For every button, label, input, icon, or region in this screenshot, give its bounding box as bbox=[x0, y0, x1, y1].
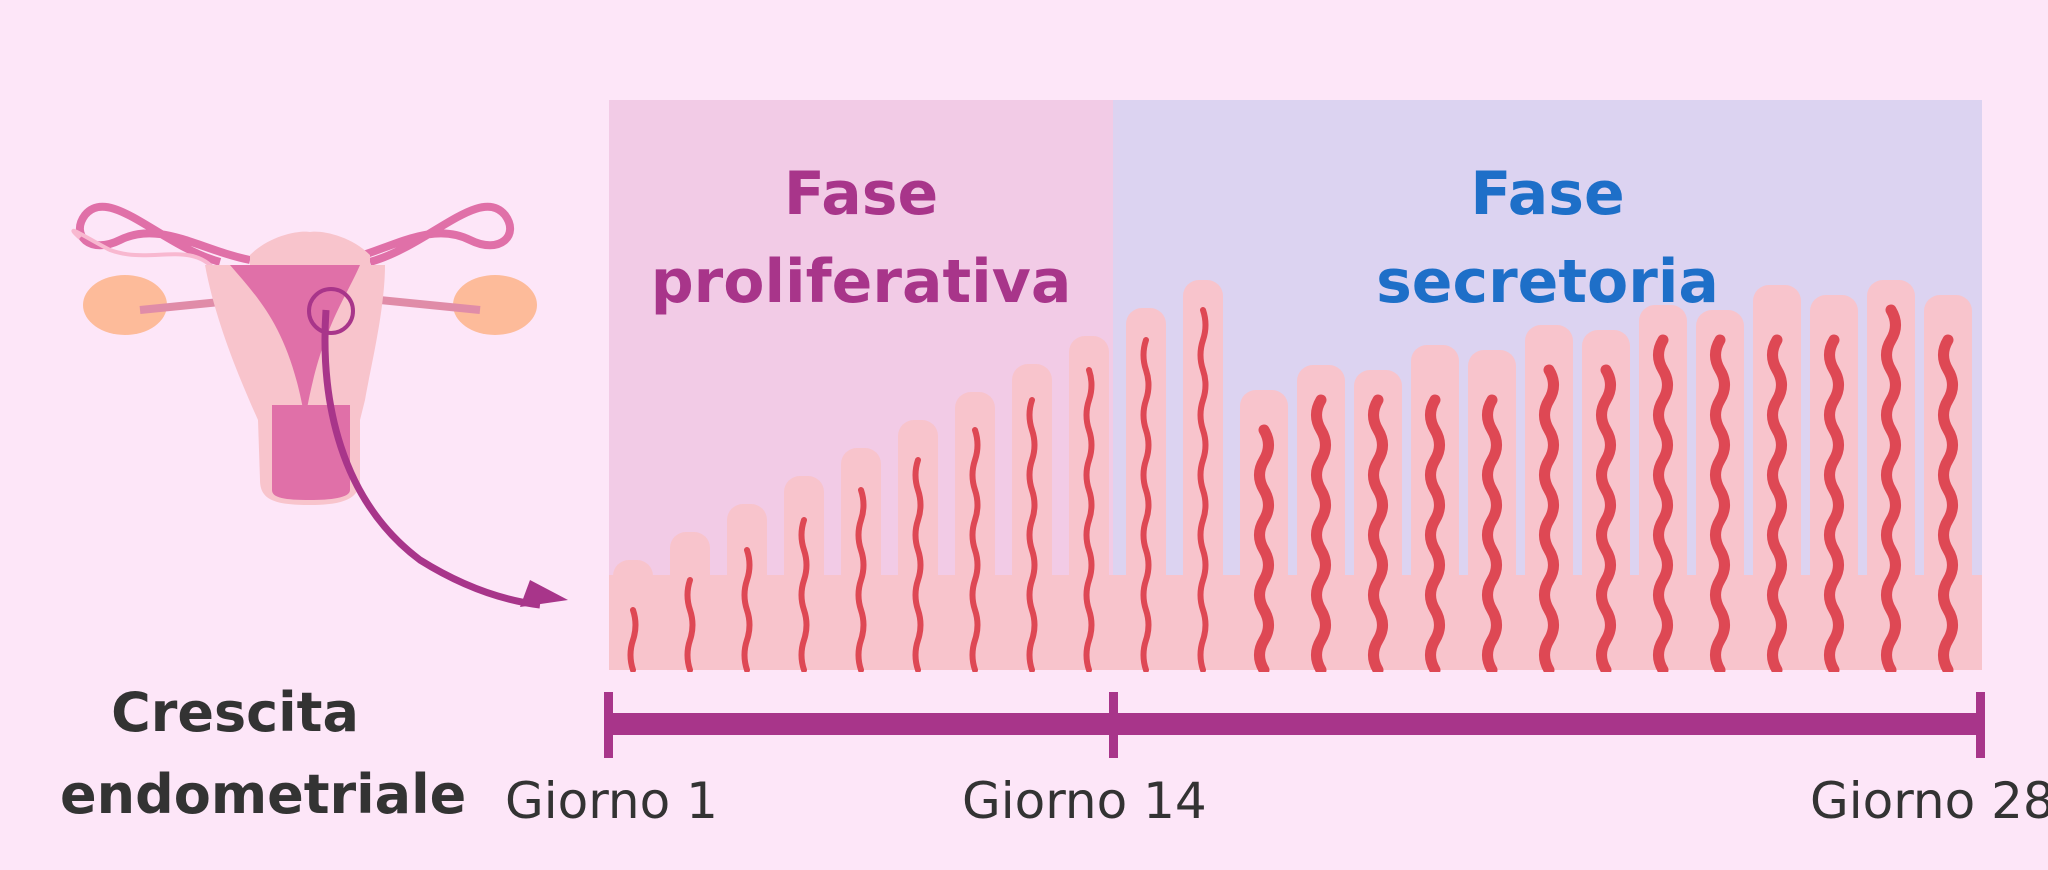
blood-vessel bbox=[1311, 394, 1331, 672]
proliferative-phase-title: Fase proliferativa bbox=[609, 150, 1113, 326]
blood-vessel bbox=[912, 457, 924, 672]
side-label-line2: endometriale bbox=[60, 763, 467, 826]
endometrium-highlight-circle bbox=[307, 287, 355, 335]
blood-vessel bbox=[855, 487, 867, 672]
ovary-right bbox=[379, 275, 537, 335]
uterus-illustration bbox=[71, 202, 568, 609]
day-28-label: Giorno 28 bbox=[1810, 772, 2048, 830]
blood-vessel bbox=[1254, 424, 1274, 672]
endometrium-illustration bbox=[609, 280, 1982, 672]
blood-vessel bbox=[1140, 337, 1152, 672]
blood-vessel bbox=[1824, 334, 1844, 672]
blood-vessel bbox=[969, 427, 981, 672]
blood-vessel bbox=[1767, 334, 1787, 672]
phase-title-line1: Fase bbox=[1470, 159, 1625, 229]
blood-vessel bbox=[741, 547, 753, 672]
blood-vessel bbox=[1710, 334, 1730, 672]
blood-vessel bbox=[1368, 394, 1388, 672]
timeline-bar bbox=[609, 713, 1982, 735]
phase-title-line1: Fase bbox=[783, 159, 939, 229]
timeline-tick-day14 bbox=[1109, 692, 1118, 758]
blood-vessel bbox=[1881, 304, 1901, 672]
timeline-tick-day28 bbox=[1976, 692, 1985, 758]
side-label-line1: Crescita bbox=[111, 681, 359, 744]
blood-vessel bbox=[1596, 364, 1616, 672]
timeline-tick-day1 bbox=[604, 692, 613, 758]
crescita-endometriale-label: Crescita endometriale bbox=[60, 672, 467, 836]
arrow-head-icon bbox=[520, 580, 568, 607]
blood-vessel bbox=[1653, 334, 1673, 672]
pointer-arrow bbox=[321, 309, 541, 609]
blood-vessel bbox=[627, 607, 639, 672]
phase-title-line2: proliferativa bbox=[650, 247, 1072, 317]
blood-vessel bbox=[1083, 367, 1095, 672]
blood-vessel bbox=[684, 577, 696, 672]
blood-vessel bbox=[1482, 394, 1502, 672]
blood-vessel bbox=[1026, 397, 1038, 672]
day-14-label: Giorno 14 bbox=[962, 772, 1207, 830]
day-1-label: Giorno 1 bbox=[505, 772, 718, 830]
blood-vessel bbox=[798, 517, 810, 672]
blood-vessel bbox=[1425, 394, 1445, 672]
blood-vessel bbox=[1539, 364, 1559, 672]
blood-vessel bbox=[1938, 334, 1958, 672]
blood-vessel bbox=[1197, 307, 1209, 672]
